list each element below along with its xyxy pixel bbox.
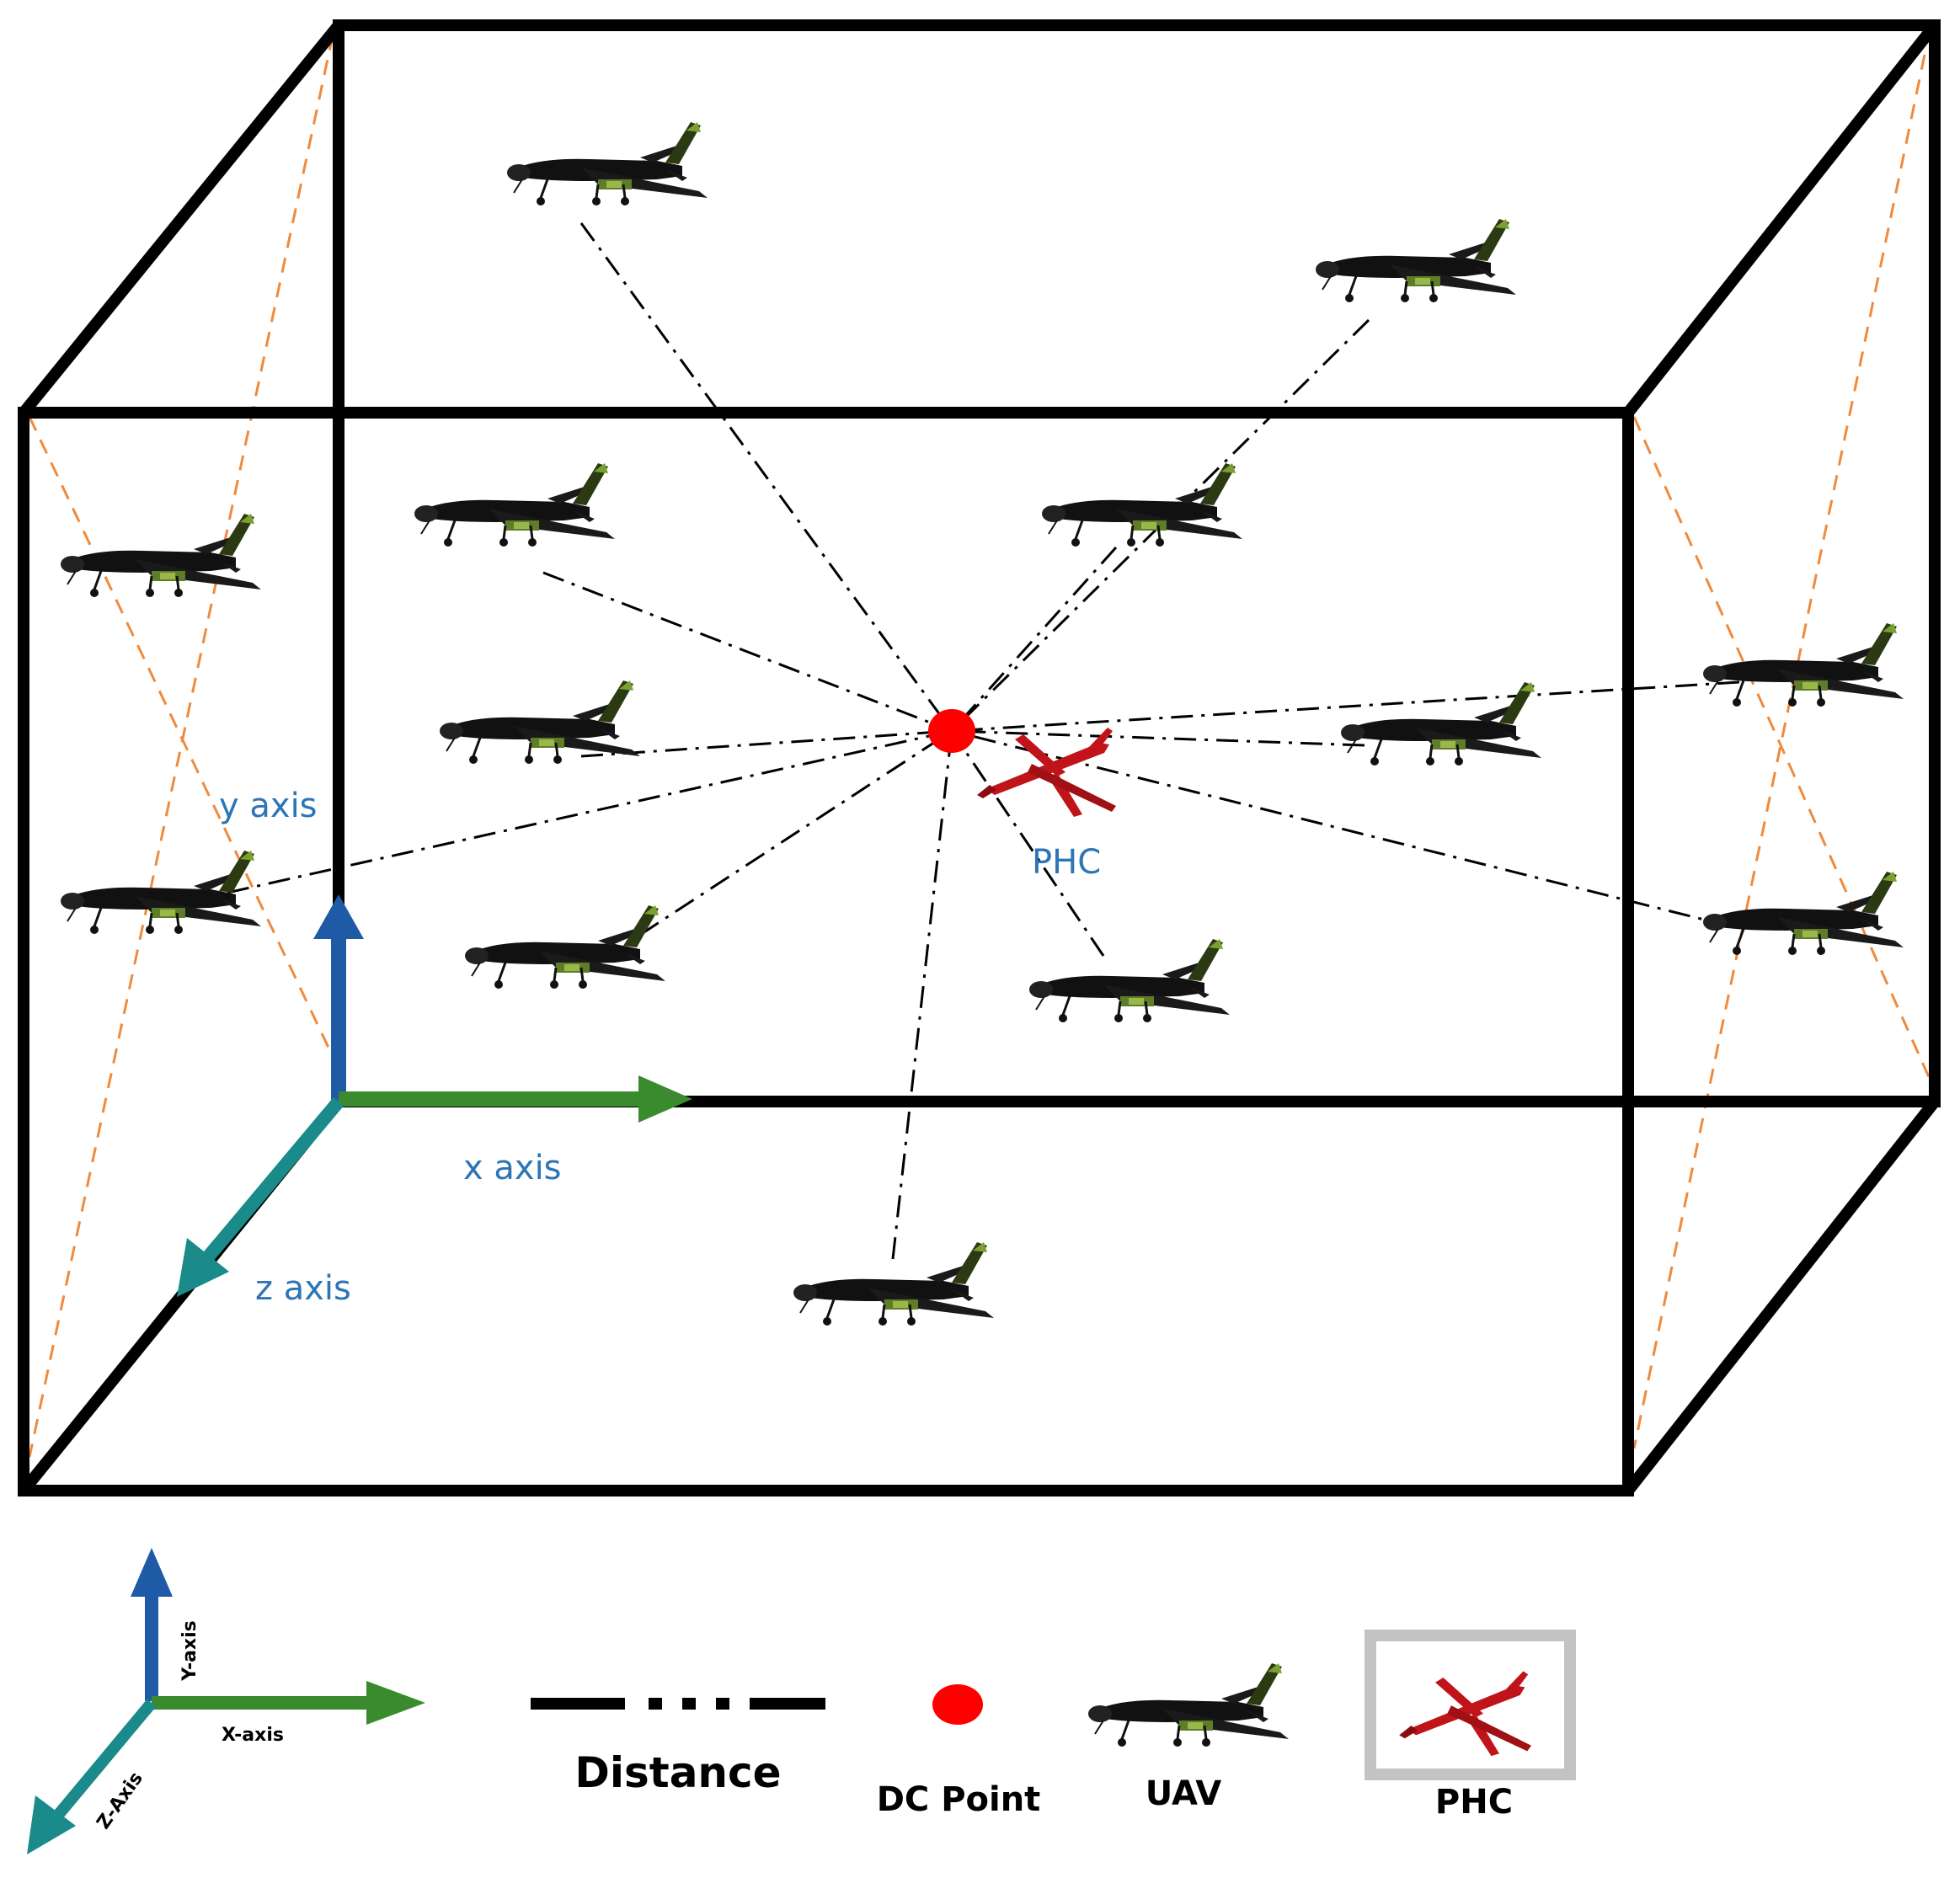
legend-phc-label: PHC — [1435, 1783, 1513, 1822]
uav-drone-icon — [1701, 870, 1905, 957]
y-axis-label: y axis — [219, 787, 318, 825]
distance-lines — [227, 222, 1740, 1260]
legend-dc-point-marker — [932, 1684, 983, 1725]
uav-drone-icon — [505, 120, 709, 207]
legend-y-axis-arrow — [131, 1548, 173, 1701]
y-axis-arrow — [313, 894, 364, 1103]
legend-z-axis-label: Z-Axis — [93, 1769, 147, 1833]
uav-drone-icon — [438, 679, 642, 766]
legend-y-axis-label: Y-axis — [179, 1620, 200, 1682]
legend: Y-axis X-axis Z-Axis Distance DC Point U… — [27, 1548, 1576, 1854]
legend-x-axis-arrow — [152, 1681, 425, 1725]
z-axis-label: z axis — [255, 1269, 351, 1308]
uav-drone-icon — [1339, 680, 1543, 767]
legend-uav-label: UAV — [1146, 1774, 1221, 1813]
legend-distance-label: Distance — [574, 1748, 781, 1797]
uav-drone-icon — [59, 849, 263, 936]
uav-drone-icon — [1028, 937, 1231, 1024]
uav-drone-icon — [413, 461, 617, 548]
cube-wireframe — [18, 19, 1941, 1497]
uav-drone-icon — [59, 512, 263, 599]
legend-uav-drone-icon — [1087, 1662, 1290, 1748]
x-axis-arrow — [339, 1075, 692, 1123]
dc-point-marker — [928, 709, 975, 753]
phc-label: PHC — [1032, 843, 1101, 882]
legend-z-axis-arrow — [27, 1699, 157, 1854]
z-axis-arrow — [177, 1096, 344, 1297]
legend-x-axis-label: X-axis — [222, 1725, 284, 1746]
phc-aircraft-icon — [977, 728, 1116, 817]
uav-drone-icon — [1314, 217, 1518, 304]
legend-dc-point-label: DC Point — [877, 1780, 1041, 1819]
legend-distance-line — [531, 1698, 825, 1710]
uav-drone-icon — [463, 904, 667, 990]
side-face-guides — [28, 35, 1935, 1458]
x-axis-label: x axis — [463, 1149, 562, 1187]
